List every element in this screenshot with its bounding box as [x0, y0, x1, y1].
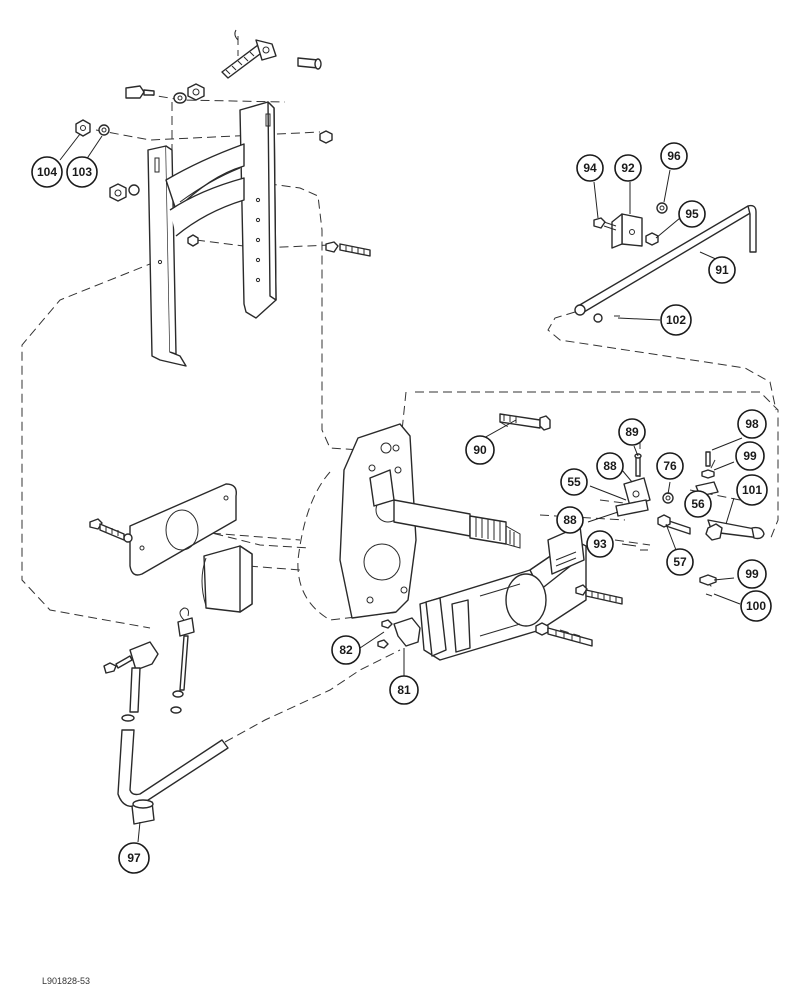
- fill-neck: [103, 641, 159, 722]
- dipstick: [170, 607, 195, 714]
- callout-label: 99: [743, 449, 757, 463]
- callout-99-upper: 99: [735, 441, 765, 471]
- callout-104: 104: [31, 156, 63, 188]
- callout-57: 57: [666, 548, 694, 576]
- callout-label: 56: [691, 497, 705, 511]
- callout-label: 93: [593, 537, 607, 551]
- elbow-fitting: [377, 617, 421, 649]
- callout-label: 57: [673, 555, 687, 569]
- long-bolt: [499, 413, 551, 431]
- bracket-hardware-left: [75, 119, 140, 202]
- callout-88-lower: 88: [556, 506, 584, 534]
- control-rod: [574, 204, 757, 316]
- callout-label: 97: [127, 851, 141, 865]
- callout-label: 55: [567, 475, 581, 489]
- callout-label: 96: [667, 149, 681, 163]
- callout-label: 82: [339, 643, 353, 657]
- callout-93: 93: [586, 530, 614, 558]
- callout-76: 76: [656, 452, 684, 480]
- end-cap: [201, 545, 253, 613]
- callout-label: 92: [621, 161, 635, 175]
- callout-82: 82: [331, 635, 361, 665]
- callout-56: 56: [684, 490, 712, 518]
- callout-label: 102: [666, 313, 686, 327]
- callout-label: 81: [397, 683, 411, 697]
- callout-label: 89: [625, 425, 639, 439]
- drive-shaft: [393, 499, 521, 549]
- callout-label: 88: [603, 459, 617, 473]
- callout-92: 92: [614, 154, 642, 182]
- figure-reference: L901828-53: [42, 976, 91, 986]
- callout-100: 100: [740, 590, 772, 622]
- cover-plate: [129, 483, 237, 576]
- base-bolts: [535, 584, 623, 647]
- rod-bracket: [593, 202, 668, 323]
- callout-97: 97: [118, 842, 150, 874]
- callout-96: 96: [660, 142, 688, 170]
- callout-99-lower: 99: [737, 559, 767, 589]
- callout-label: 76: [663, 459, 677, 473]
- callout-label: 98: [745, 417, 759, 431]
- callout-94: 94: [576, 154, 604, 182]
- callout-95: 95: [678, 200, 706, 228]
- callout-81: 81: [389, 675, 419, 705]
- clevis-rod: [221, 29, 277, 79]
- callout-90: 90: [465, 435, 495, 465]
- callout-label: 91: [715, 263, 729, 277]
- callout-55: 55: [560, 468, 588, 496]
- callout-91: 91: [708, 256, 736, 284]
- top-nuts: [125, 83, 205, 104]
- clevis-pin: [297, 57, 322, 70]
- callout-label: 101: [742, 483, 762, 497]
- callout-label: 88: [563, 513, 577, 527]
- callout-label: 94: [583, 161, 597, 175]
- callout-label: 95: [685, 207, 699, 221]
- callout-label: 103: [72, 165, 92, 179]
- callout-101: 101: [736, 474, 768, 506]
- callout-98: 98: [737, 409, 767, 439]
- callout-label: 104: [37, 165, 57, 179]
- cover-bolt: [89, 518, 133, 543]
- callout-88-upper: 88: [596, 452, 624, 480]
- callout-89: 89: [618, 418, 646, 446]
- motor-base: [419, 525, 587, 661]
- callout-102: 102: [660, 304, 692, 336]
- mounting-bracket: [147, 101, 277, 367]
- fill-tube-hose: [117, 729, 229, 825]
- bracket-hardware-right: [319, 130, 371, 257]
- callout-103: 103: [66, 156, 98, 188]
- callout-label: 100: [746, 599, 766, 613]
- callout-label: 90: [473, 443, 487, 457]
- callout-label: 99: [745, 567, 759, 581]
